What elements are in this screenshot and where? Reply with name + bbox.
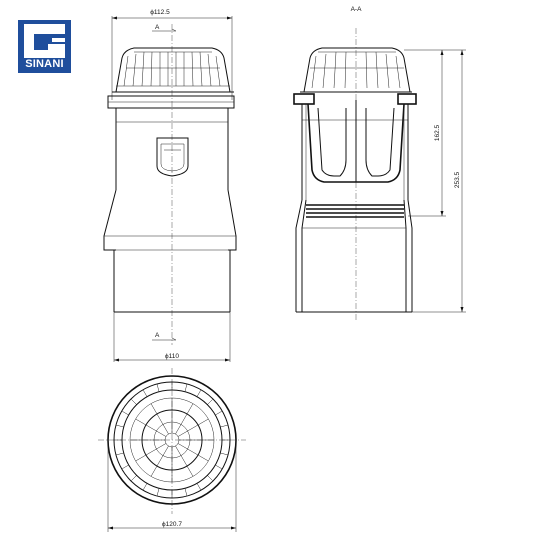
outer-rib xyxy=(156,383,160,392)
front-view: ϕ112.5 A A xyxy=(103,9,237,362)
outer-rib xyxy=(215,410,223,416)
outer-rib xyxy=(142,389,148,397)
section-title: A-A xyxy=(351,6,363,13)
outer-rib xyxy=(115,452,124,456)
outer-rib xyxy=(130,398,137,405)
section-mark-top: A xyxy=(155,24,160,31)
section-inner-height-label: 162.5 xyxy=(434,124,441,141)
inner-spoke xyxy=(135,443,167,462)
outer-rib xyxy=(142,483,148,491)
sinani-logo: SINANI xyxy=(18,20,71,73)
section-total-height-label: 253.5 xyxy=(454,171,461,188)
outer-rib xyxy=(220,424,229,428)
section-mark-bottom: A xyxy=(155,332,160,339)
inner-spoke xyxy=(177,418,209,437)
outer-rib xyxy=(207,398,214,405)
outer-rib xyxy=(196,389,202,397)
outer-rib xyxy=(220,452,229,456)
outer-rib xyxy=(121,410,129,416)
logo-mark xyxy=(24,24,65,58)
outer-rib xyxy=(115,424,124,428)
inner-spoke xyxy=(177,443,209,462)
outer-rib xyxy=(215,464,223,470)
logo-text: SINANI xyxy=(25,58,64,70)
front-top-diameter-label: ϕ112.5 xyxy=(150,9,170,16)
inner-spoke xyxy=(150,445,169,477)
outer-rib xyxy=(184,488,188,497)
section-view: A-A xyxy=(293,6,466,320)
outer-rib xyxy=(196,483,202,491)
top-view-diameter-label: ϕ120.7 xyxy=(162,521,182,528)
front-bottom-diameter-label: ϕ110 xyxy=(165,353,179,360)
outer-rib xyxy=(184,383,188,392)
inner-spoke xyxy=(175,445,194,477)
top-view: ϕ120.7 xyxy=(98,368,246,532)
outer-rib xyxy=(156,488,160,497)
outer-rib xyxy=(207,475,214,482)
inner-spoke xyxy=(150,403,169,435)
outer-rib xyxy=(130,475,137,482)
inner-spoke xyxy=(135,418,167,437)
top-view-spokes xyxy=(114,382,230,498)
inner-spoke xyxy=(175,403,194,435)
outer-rib xyxy=(121,464,129,470)
